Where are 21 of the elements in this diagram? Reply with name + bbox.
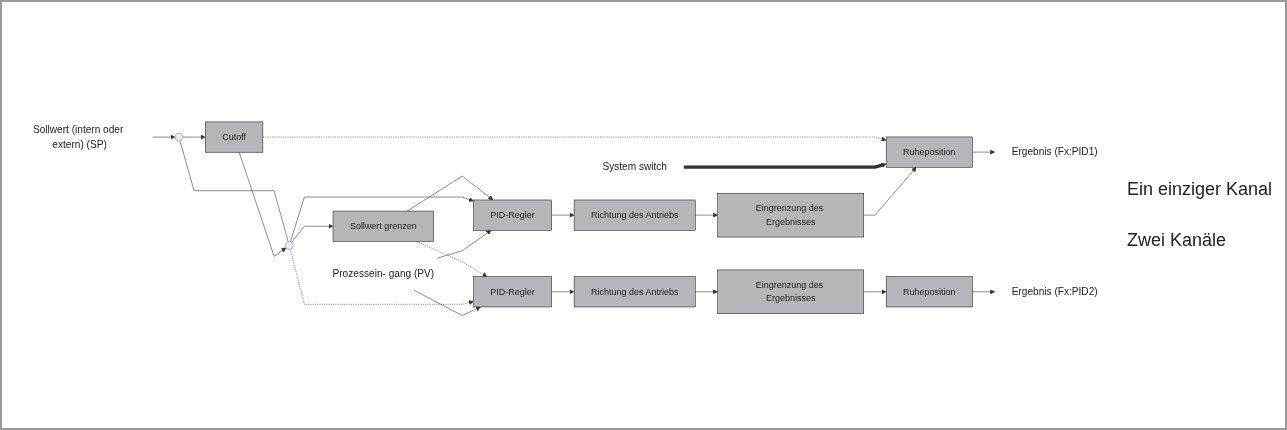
node-box: PID-Regler: [473, 276, 552, 308]
node-text: Ergebnis (Fx:PID1): [1011, 146, 1098, 158]
node-text: Prozessein- gang (PV): [332, 268, 435, 281]
connector: [179, 141, 289, 243]
node-text: Ergebnis (Fx:PID2): [1011, 286, 1098, 298]
node-switch: [285, 241, 294, 251]
node-box: Ruheposition: [885, 276, 973, 308]
node-box: Sollwert grenzen: [332, 211, 434, 243]
node-box: Eingrenzung des Ergebnisses: [717, 193, 864, 238]
node-box: Richtung des Antriebs: [573, 200, 696, 232]
node-box: PID-Regler: [473, 200, 552, 232]
region-label: Zwei Kanäle: [1127, 230, 1228, 251]
node-text: System switch: [602, 161, 667, 173]
node-switch: [174, 133, 184, 142]
node-text: Sollwert (intern oder extern) (SP): [32, 124, 124, 151]
node-box: Cutoff: [205, 122, 264, 153]
arrow: [683, 163, 887, 170]
region-label: Ein einziger Kanal: [1127, 179, 1274, 200]
node-box: Eingrenzung des Ergebnisses: [717, 270, 864, 315]
node-box: Richtung des Antriebs: [573, 276, 696, 308]
node-box: Ruheposition: [885, 137, 973, 169]
